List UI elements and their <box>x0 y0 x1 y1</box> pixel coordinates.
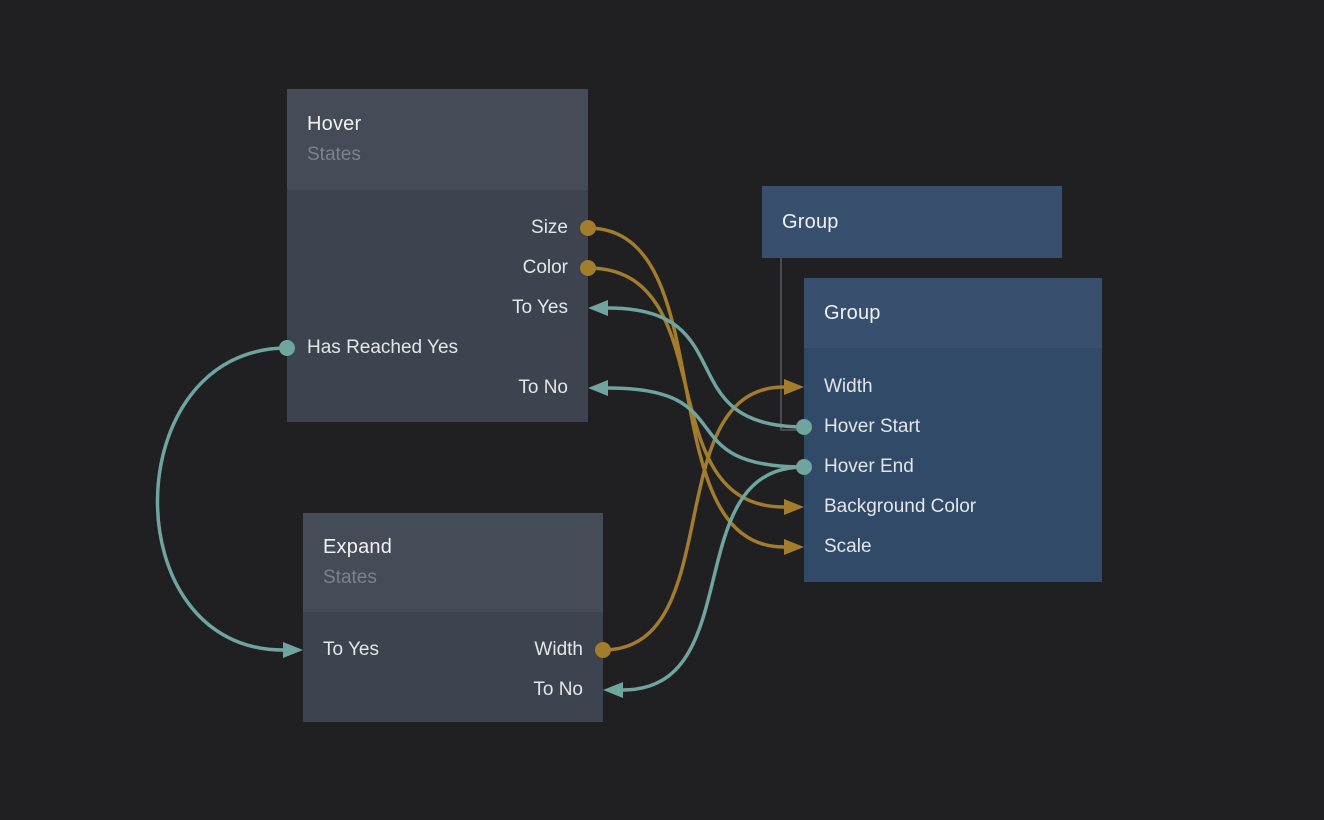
port-arrow-to-yes[interactable] <box>283 642 303 658</box>
node-header: Group <box>804 278 1102 348</box>
port-label: Hover End <box>824 456 914 477</box>
node-header: Group <box>762 186 1062 258</box>
port-arrow-to-no[interactable] <box>588 380 608 396</box>
port-arrow-scale[interactable] <box>784 539 804 555</box>
node-title: Group <box>782 210 839 233</box>
edge-hover-has-reached-yes-to-expand-to-yes[interactable] <box>155 346 288 652</box>
port-label: Background Color <box>824 496 977 517</box>
node-subtitle: States <box>323 567 377 589</box>
node-subtitle: States <box>307 144 361 166</box>
port-to-yes[interactable]: To Yes <box>303 636 603 664</box>
port-to-no[interactable]: To No <box>303 676 603 704</box>
port-arrow-background-color[interactable] <box>784 499 804 515</box>
port-width[interactable]: Width <box>303 636 603 664</box>
port-size[interactable]: Size <box>287 214 588 242</box>
port-has-reached-yes[interactable]: Has Reached Yes <box>287 334 588 362</box>
port-label: To No <box>518 377 568 398</box>
edge-group-child-hover-end-to-hover-to-no[interactable] <box>607 386 805 469</box>
port-background-color[interactable]: Background Color <box>804 493 1102 521</box>
port-color[interactable]: Color <box>287 254 588 282</box>
edge-group-child-hover-start-to-hover-to-yes[interactable] <box>607 306 805 429</box>
port-label: To Yes <box>512 297 568 318</box>
port-label: To Yes <box>323 639 379 660</box>
port-to-no[interactable]: To No <box>287 374 588 402</box>
edge-hover-color-to-group-child-background-color[interactable] <box>587 266 785 509</box>
port-width[interactable]: Width <box>804 373 1102 401</box>
edge-expand-width-to-group-child-width[interactable] <box>602 385 785 652</box>
node-title: Hover <box>307 113 362 136</box>
port-hover-end[interactable]: Hover End <box>804 453 1102 481</box>
edge-hover-size-to-group-child-scale[interactable] <box>587 226 785 549</box>
port-to-yes[interactable]: To Yes <box>287 294 588 322</box>
port-label: Color <box>522 257 568 278</box>
node-group-parent[interactable]: Group <box>762 186 1062 258</box>
node-title: Group <box>824 301 881 324</box>
edge-group-child-hover-end-to-expand-to-no[interactable] <box>622 465 805 692</box>
port-label: To No <box>533 679 583 700</box>
port-label: Has Reached Yes <box>307 337 459 358</box>
port-arrow-to-no[interactable] <box>603 682 623 698</box>
port-label: Hover Start <box>824 416 921 437</box>
port-label: Scale <box>824 536 872 557</box>
hierarchy-link-group-parent-group-child <box>780 258 799 431</box>
port-label: Width <box>534 639 583 660</box>
port-label: Size <box>531 217 568 238</box>
port-hover-start[interactable]: Hover Start <box>804 413 1102 441</box>
node-title: Expand <box>323 536 393 559</box>
port-arrow-width[interactable] <box>784 379 804 395</box>
port-arrow-to-yes[interactable] <box>588 300 608 316</box>
port-scale[interactable]: Scale <box>804 533 1102 561</box>
port-label: Width <box>824 376 873 397</box>
